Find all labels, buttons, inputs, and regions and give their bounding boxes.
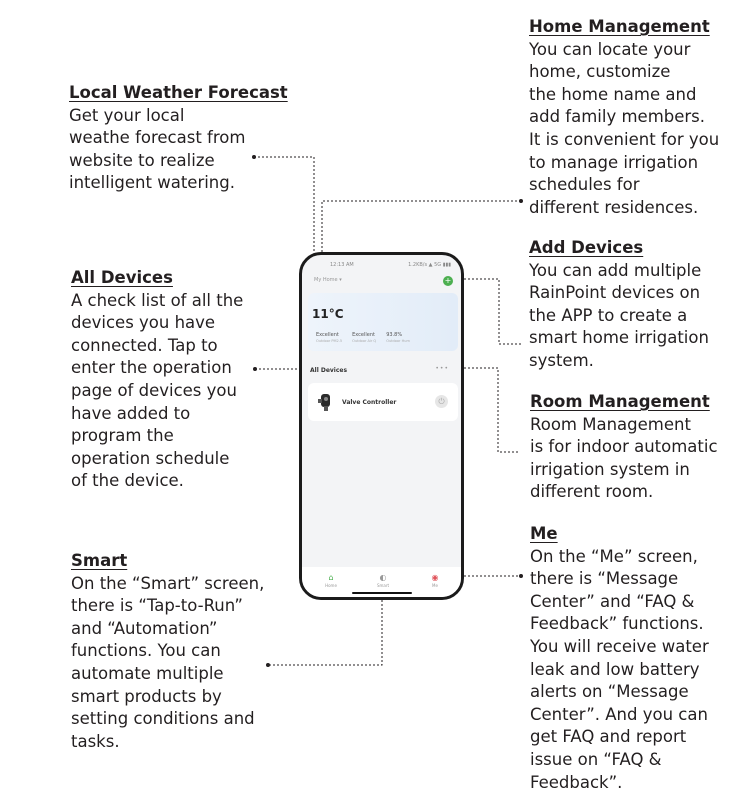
tab-home[interactable]: ⌂ Home — [316, 573, 346, 588]
note-body: You can locate your home, customize the … — [529, 39, 720, 217]
status-bar: 12:13 AM 1.2KB/s ▲ 5G ▮▮▮ — [302, 255, 461, 275]
device-name: Valve Controller — [342, 399, 397, 406]
temperature: 11°C — [312, 307, 344, 321]
me-icon: ◉ — [431, 573, 439, 582]
note-heading: Me — [530, 524, 558, 543]
note-body: On the “Smart” screen, there is “Tap-to-… — [71, 573, 265, 751]
tab-bar: ⌂ Home ◐ Smart ◉ Me — [302, 567, 461, 597]
status-info: 1.2KB/s ▲ 5G ▮▮▮ — [408, 262, 451, 268]
metric-value: Excellent — [316, 332, 339, 338]
note-heading: Smart — [71, 551, 128, 570]
all-devices-label[interactable]: All Devices — [310, 367, 348, 374]
note-body: Room Management is for indoor automatic … — [530, 414, 718, 502]
metric-value: 93.8% — [386, 332, 403, 338]
note-heading: Local Weather Forecast — [69, 83, 288, 102]
weather-card — [308, 293, 458, 351]
note-body: A check list of all the devices you have… — [71, 290, 244, 491]
metric-value: Excellent — [352, 332, 375, 338]
metric-label: Outdoor Hum — [386, 339, 410, 343]
note-heading: All Devices — [71, 268, 173, 287]
note-me: Me On the “Me” screen, there is “Message… — [530, 523, 740, 794]
smart-icon: ◐ — [379, 573, 387, 582]
leader-me-dot — [519, 574, 523, 578]
weather-metric: 93.8% Outdoor Hum — [386, 332, 410, 343]
note-heading: Room Management — [530, 392, 710, 411]
home-icon: ⌂ — [328, 573, 334, 582]
add-device-button[interactable]: + — [443, 276, 453, 286]
note-body: On the “Me” screen, there is “Message Ce… — [530, 546, 709, 792]
tab-me[interactable]: ◉ Me — [420, 573, 450, 588]
valve-controller-icon — [318, 394, 330, 411]
note-body: Get your local weathe forecast from webs… — [69, 105, 246, 193]
status-time: 12:13 AM — [330, 262, 354, 268]
note-heading: Add Devices — [529, 238, 644, 257]
home-selector[interactable]: My Home ▾ — [314, 277, 342, 283]
metric-label: Outdoor Air Q — [352, 339, 377, 343]
tab-smart[interactable]: ◐ Smart — [368, 573, 398, 588]
weather-metric: Excellent Outdoor PM2.5 — [316, 332, 342, 343]
note-local-weather-forecast: Local Weather Forecast Get your local we… — [69, 82, 299, 195]
weather-metrics: Excellent Outdoor PM2.5 Excellent Outdoo… — [316, 332, 456, 343]
device-card[interactable]: Valve Controller ⏻ — [308, 383, 458, 421]
tab-label: Home — [325, 583, 337, 588]
note-heading: Home Management — [529, 17, 710, 36]
note-room-management: Room Management Room Management is for i… — [530, 391, 740, 504]
more-options-icon[interactable]: ••• — [435, 365, 449, 372]
tab-label: Me — [432, 583, 438, 588]
note-all-devices: All Devices A check list of all the devi… — [71, 267, 271, 493]
leader-add — [456, 278, 521, 345]
note-smart: Smart On the “Smart” screen, there is “T… — [71, 550, 276, 753]
power-icon[interactable]: ⏻ — [435, 395, 448, 408]
note-add-devices: Add Devices You can add multiple RainPoi… — [529, 237, 739, 373]
note-home-management: Home Management You can locate your home… — [529, 16, 739, 219]
weather-metric: Excellent Outdoor Air Q — [352, 332, 376, 343]
leader-home-dot — [519, 199, 523, 203]
home-indicator — [352, 592, 412, 594]
tab-label: Smart — [376, 583, 390, 588]
phone-mockup: 12:13 AM 1.2KB/s ▲ 5G ▮▮▮ My Home ▾ + 11… — [299, 252, 464, 600]
metric-label: Outdoor PM2.5 — [316, 339, 343, 343]
note-body: You can add multiple RainPoint devices o… — [529, 260, 709, 370]
